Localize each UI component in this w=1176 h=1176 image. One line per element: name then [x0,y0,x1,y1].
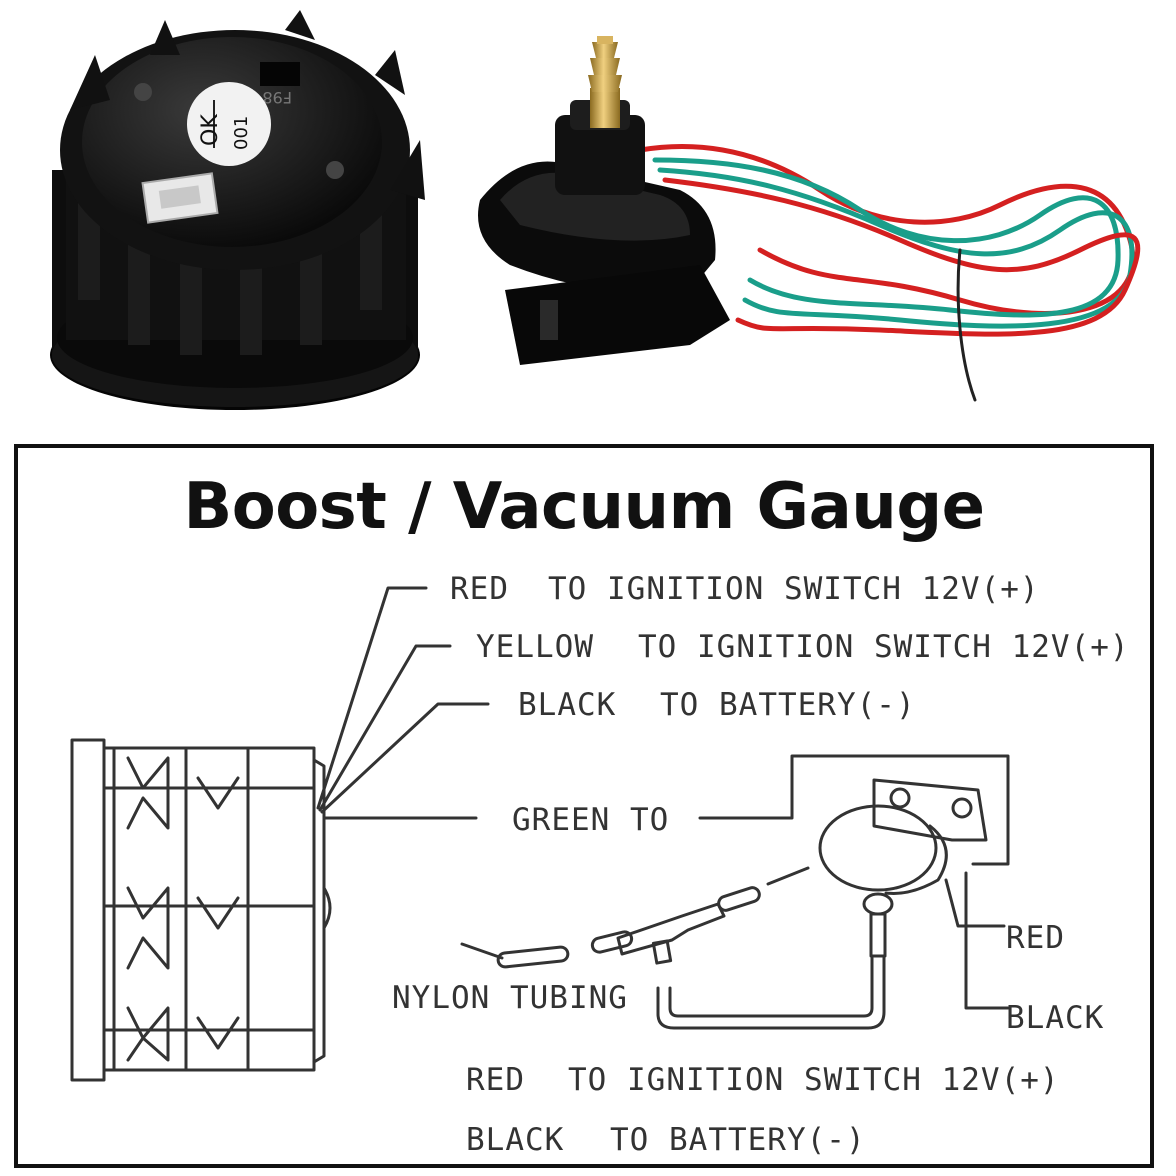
sensor-red-label: RED [1006,920,1065,956]
nylon-tubing-label: NYLON TUBING [392,980,628,1016]
gauge-wire-yellow-color: YELLOW [476,629,594,665]
sticker-number-text: 001 [231,116,252,150]
sticker-ok-text: OK [198,114,223,146]
sensor-wiring-notes: RED TO IGNITION SWITCH 12V(+) BLACK TO B… [466,1062,1060,1158]
gauge-side-view [70,738,332,1082]
wiring-diagram-art: RED TO IGNITION SWITCH 12V(+) YELLOW TO … [70,571,1130,1158]
note-black-destination: TO BATTERY(-) [610,1122,866,1158]
product-photo-art: F98 OK 001 [50,10,1141,410]
note-red-color: RED [466,1062,525,1098]
gauge-back: F98 OK 001 [50,10,425,410]
wiring-diagram: Boost / Vacuum Gauge [14,444,1154,1168]
gauge-wire-yellow-destination: TO IGNITION SWITCH 12V(+) [638,629,1130,665]
gauge-back-code: F98 [262,88,292,107]
note-black-color: BLACK [466,1122,564,1158]
gauge-wire-black-color: BLACK [518,687,616,723]
gauge-wire-red-color: RED [450,571,509,607]
gauge-wire-labels: RED TO IGNITION SWITCH 12V(+) YELLOW TO … [450,571,1130,723]
sensor-side-view [818,778,1010,1010]
sensor-black-label: BLACK [1006,1000,1104,1036]
green-wire-label: GREEN TO [512,802,669,838]
ok-sticker [187,82,271,166]
diagram-title: Boost / Vacuum Gauge [183,470,985,544]
pressure-sensor [478,36,1141,402]
gauge-wire-red-destination: TO IGNITION SWITCH 12V(+) [548,571,1040,607]
note-red-destination: TO IGNITION SWITCH 12V(+) [568,1062,1060,1098]
gauge-wire-black-destination: TO BATTERY(-) [660,687,916,723]
product-photo: F98 OK 001 [0,0,1176,430]
